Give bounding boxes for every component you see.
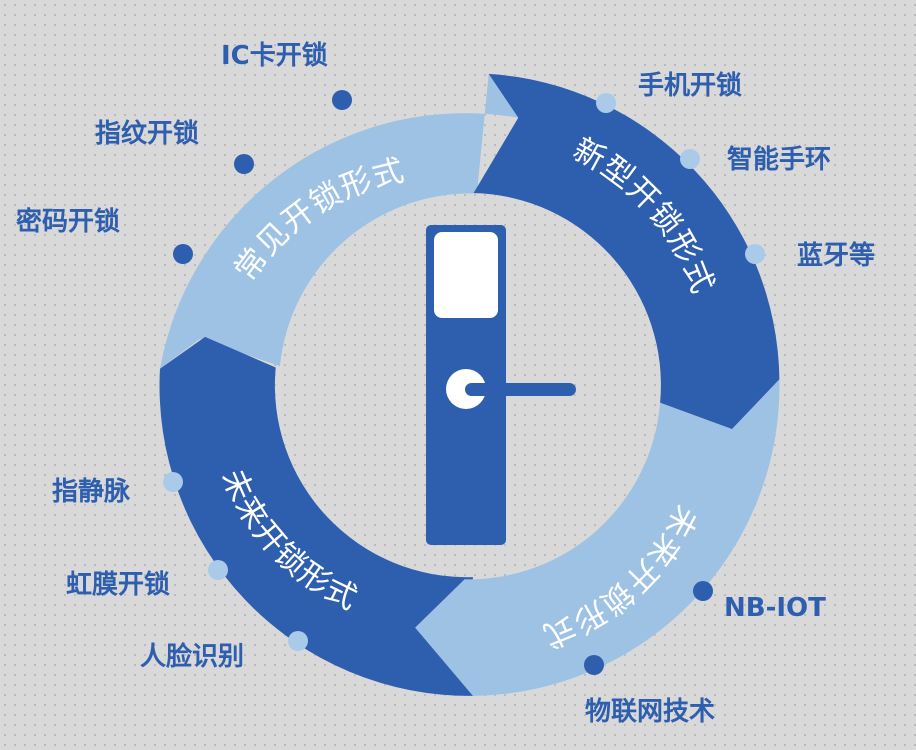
label-phone: 手机开锁	[638, 70, 742, 101]
label-smart-band: 智能手环	[727, 144, 831, 175]
label-password: 密码开锁	[16, 206, 120, 237]
label-face: 人脸识别	[140, 641, 244, 672]
marker-dot-fingerprint	[234, 154, 254, 174]
label-ic-card: IC卡开锁	[221, 40, 328, 71]
ring-segment-future-b	[415, 379, 780, 696]
door-lock-handle-icon	[426, 225, 576, 545]
marker-dot-phone	[596, 93, 616, 113]
marker-dot-smart-band	[680, 149, 700, 169]
label-finger-vein: 指静脉	[52, 476, 131, 507]
label-bluetooth: 蓝牙等	[797, 240, 875, 271]
label-iot-tech: 物联网技术	[585, 697, 715, 727]
marker-dot-ic-card	[332, 90, 352, 110]
label-iris: 虹膜开锁	[66, 569, 170, 600]
marker-dot-bluetooth	[745, 244, 765, 264]
ring-segment-common	[160, 73, 519, 369]
marker-dot-nb-iot	[693, 581, 713, 601]
marker-dot-iot-tech	[584, 655, 604, 675]
marker-dot-iris	[208, 560, 228, 580]
marker-dot-password	[173, 244, 193, 264]
ring-segment-future-a	[159, 336, 473, 696]
label-nb-iot: NB-IOT	[724, 593, 826, 623]
ring-segment-new	[473, 73, 780, 430]
marker-dot-finger-vein	[163, 472, 183, 492]
label-fingerprint: 指纹开锁	[95, 118, 199, 149]
marker-dot-face	[288, 631, 308, 651]
